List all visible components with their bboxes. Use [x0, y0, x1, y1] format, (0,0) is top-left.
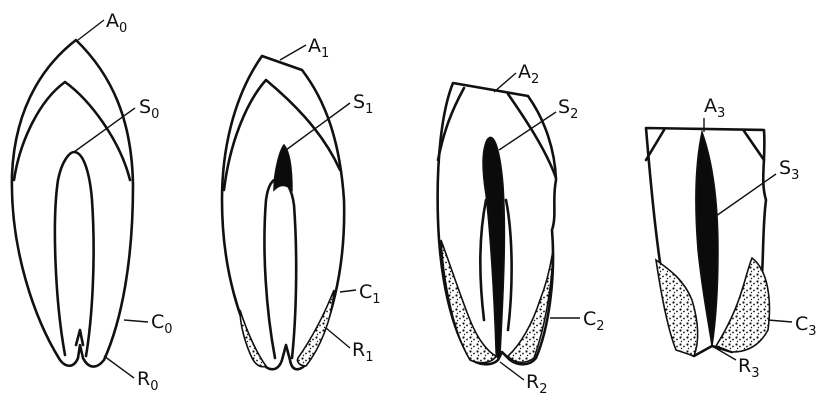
label-a0: A0 — [106, 10, 127, 36]
label-c0: C0 — [151, 311, 173, 337]
label-s0: S0 — [139, 96, 159, 122]
label-a2: A2 — [518, 61, 539, 87]
leader-r1 — [326, 328, 350, 348]
leader-a1 — [280, 45, 306, 60]
leader-c0 — [124, 320, 148, 322]
leader-c3 — [768, 320, 792, 322]
label-r1: R1 — [352, 339, 373, 365]
tooth-stage-2 — [438, 83, 556, 364]
label-r0: R0 — [137, 368, 158, 394]
label-r3: R3 — [738, 355, 759, 381]
tooth-stage-3 — [646, 128, 769, 356]
label-c2: C2 — [583, 308, 605, 334]
label-s2: S2 — [558, 96, 578, 122]
leader-a2 — [494, 73, 516, 92]
label-a3: A3 — [704, 95, 725, 121]
leader-r0 — [104, 356, 134, 378]
label-r2: R2 — [526, 371, 547, 397]
tooth-stage-1 — [222, 56, 344, 369]
label-s3: S3 — [779, 157, 799, 183]
label-s1: S1 — [353, 91, 373, 117]
leader-a0 — [78, 20, 104, 40]
tooth-stage-0 — [12, 40, 133, 367]
leader-c1 — [340, 290, 356, 292]
label-c1: C1 — [359, 281, 381, 307]
label-a1: A1 — [308, 35, 329, 61]
label-c3: C3 — [795, 313, 817, 339]
